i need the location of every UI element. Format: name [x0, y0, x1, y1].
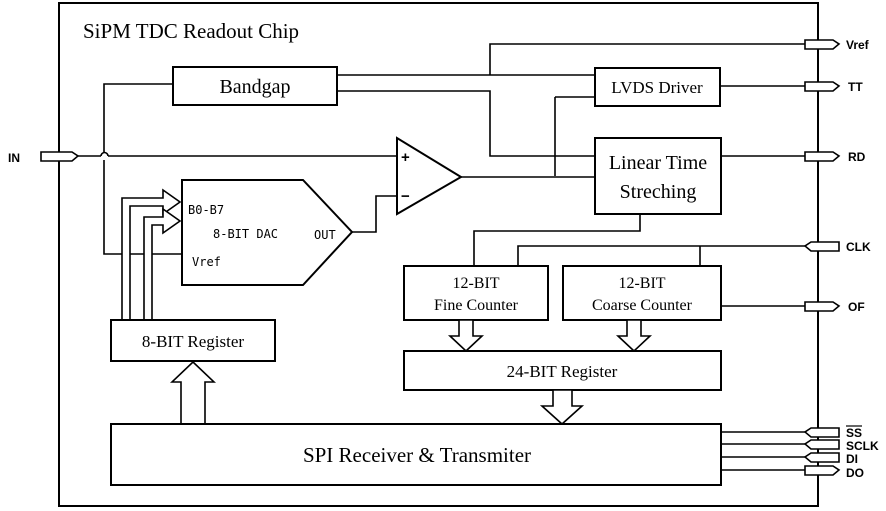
pin-in-label: IN — [8, 151, 20, 165]
linear-time-stretching-label-1: Linear Time — [609, 152, 707, 174]
pin-rd-label: RD — [848, 150, 866, 164]
dac-inputs-label: B0-B7 — [188, 203, 224, 217]
pin-sclk-label: SCLK — [846, 439, 879, 453]
dac-input-arrow-upper — [121, 188, 182, 321]
register-8bit-block — [110, 319, 276, 362]
chip-title: SiPM TDC Readout Chip — [83, 19, 299, 43]
pin-vref-label: Vref — [846, 38, 870, 52]
dac-block — [181, 179, 354, 286]
pin-sclk-connector — [803, 439, 840, 450]
pin-rd-connector — [804, 151, 841, 162]
bandgap-block — [172, 66, 338, 106]
pin-ss-connector — [803, 427, 840, 438]
spi-block — [110, 423, 722, 486]
register-to-spi-arrow — [539, 389, 585, 426]
dac-vref-label: Vref — [192, 255, 221, 269]
coarse-counter-label-2: Coarse Counter — [592, 297, 693, 314]
chip-outline — [58, 2, 819, 507]
pin-tt-label: TT — [848, 80, 863, 94]
pin-do-connector — [804, 465, 841, 476]
pin-do-label: DO — [846, 466, 864, 480]
lvds-driver-label: LVDS Driver — [611, 78, 703, 97]
lvds-driver-block — [594, 67, 721, 107]
dac-out-label: OUT — [314, 228, 336, 242]
pin-in-connector — [40, 151, 80, 162]
coarse-counter-label-1: 12-BIT — [618, 275, 665, 292]
spi-to-register-arrow — [170, 360, 216, 425]
dac-input-arrow-lower — [143, 207, 182, 321]
comparator-minus: − — [401, 188, 410, 205]
coarse-counter-down-arrow — [615, 319, 653, 353]
pins: IN Vref TT RD CLK OF SS SCLK DI DO — [8, 38, 879, 480]
pin-of-connector — [804, 301, 841, 312]
register-24bit-label: 24-BIT Register — [507, 362, 618, 381]
wires — [78, 43, 805, 471]
pin-of-label: OF — [848, 300, 865, 314]
coarse-counter-block — [562, 265, 722, 321]
pin-vref-connector — [804, 39, 841, 50]
fine-counter-label-2: Fine Counter — [434, 297, 519, 314]
pin-di-label: DI — [846, 452, 858, 466]
fine-counter-down-arrow — [447, 319, 485, 353]
register-8bit-label: 8-BIT Register — [142, 332, 244, 351]
linear-time-stretching-label-2: Streching — [620, 181, 697, 203]
comparator — [396, 136, 463, 216]
spi-label: SPI Receiver & Transmiter — [303, 443, 531, 467]
dac-name-label: 8-BIT DAC — [213, 227, 278, 241]
comparator-plus: + — [401, 149, 410, 166]
pin-di-connector — [803, 452, 840, 463]
pin-clk-connector — [803, 241, 840, 252]
fine-counter-label-1: 12-BIT — [452, 275, 499, 292]
pin-clk-label: CLK — [846, 240, 871, 254]
linear-time-stretching-block — [594, 137, 722, 215]
fine-counter-block — [403, 265, 549, 321]
bandgap-label: Bandgap — [219, 76, 290, 98]
pin-tt-connector — [804, 81, 841, 92]
pin-ss-label: SS — [846, 426, 862, 440]
